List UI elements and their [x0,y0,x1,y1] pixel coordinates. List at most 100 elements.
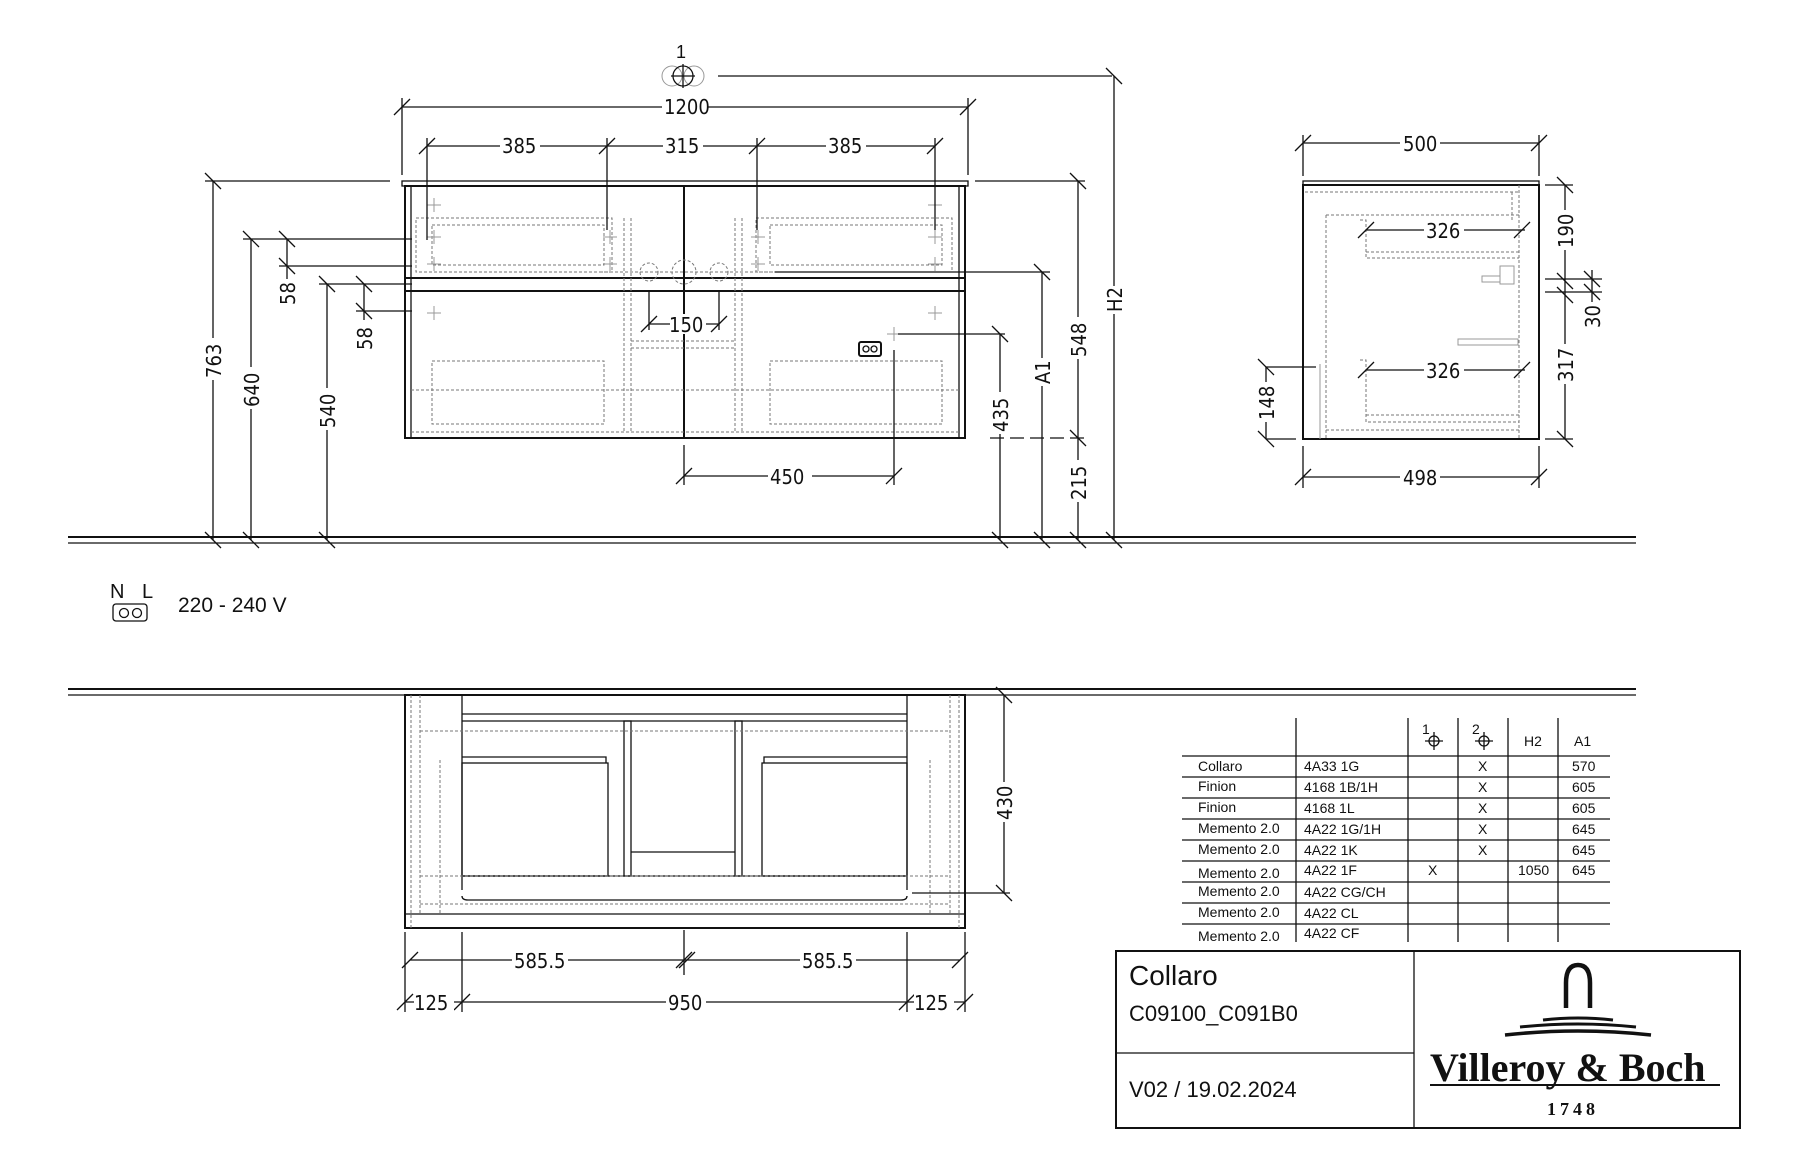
dim-450: 450 [770,465,804,489]
compatibility-table: 1 2 H2 A1 Collaro 4A33 1G X 570 Finion 4… [1182,718,1610,944]
table-row: Memento 2.0 4A22 CL [1198,904,1359,921]
table-row: Memento 2.0 4A22 CF [1198,925,1359,944]
svg-text:Memento 2.0: Memento 2.0 [1198,865,1280,881]
plan-view [404,694,966,929]
svg-text:4168 1L: 4168 1L [1304,800,1355,816]
dim-498: 498 [1403,466,1437,490]
svg-text:Memento 2.0: Memento 2.0 [1198,820,1280,836]
dim-326-upper: 326 [1426,219,1460,243]
tap-hole-1-icon: 1 [1422,721,1443,750]
svg-text:X: X [1478,800,1488,816]
dim-548: 548 [1067,323,1091,357]
dim-30: 30 [1581,305,1605,328]
side-dimension-labels: 500 498 326 326 190 30 317 148 [1255,132,1605,490]
dim-1200: 1200 [664,95,710,119]
svg-text:605: 605 [1572,779,1596,795]
voltage-label: 220 - 240 V [178,594,287,617]
dim-385-right: 385 [828,134,862,158]
brand-year: 1748 [1547,1099,1599,1119]
svg-text:4A22 1G/1H: 4A22 1G/1H [1304,821,1381,837]
brand-name: Villeroy & Boch [1430,1045,1706,1090]
dim-58-a: 58 [276,282,300,305]
svg-text:4A22 CL: 4A22 CL [1304,905,1359,921]
tap-position-icon [661,64,1112,88]
dim-h2: H2 [1103,287,1127,312]
svg-text:X: X [1478,842,1488,858]
svg-text:Memento 2.0: Memento 2.0 [1198,883,1280,899]
dim-215: 215 [1067,466,1091,500]
live-label: L [142,581,153,603]
svg-text:2: 2 [1472,721,1480,737]
svg-text:Collaro: Collaro [1198,758,1243,774]
dim-315: 315 [665,134,699,158]
dim-950: 950 [668,991,702,1015]
table-row: Memento 2.0 4A22 1F X 1050 645 [1198,862,1596,881]
svg-text:645: 645 [1572,862,1596,878]
dim-435: 435 [989,398,1013,432]
svg-text:4A22 CG/CH: 4A22 CG/CH [1304,884,1386,900]
svg-text:Finion: Finion [1198,778,1236,794]
product-name: Collaro [1129,960,1218,991]
table-row: Memento 2.0 4A22 1K X 645 [1198,841,1596,858]
brand-logo-icon [1504,962,1652,1037]
svg-text:Finion: Finion [1198,799,1236,815]
header-h2: H2 [1524,733,1542,749]
side-dimension-lines [1257,134,1602,488]
dim-585-5-right: 585.5 [802,949,854,973]
front-view [401,180,969,439]
svg-text:X: X [1428,862,1438,878]
tap-hole-2-icon: 2 [1472,721,1493,750]
dim-585-5-left: 585.5 [514,949,566,973]
dim-125-left: 125 [414,991,448,1015]
dim-190: 190 [1554,214,1578,248]
svg-text:Memento 2.0: Memento 2.0 [1198,928,1280,944]
dim-148: 148 [1255,386,1279,420]
tap-position-label: 1 [676,42,686,62]
plan-dimension-labels: 430 585.5 585.5 125 950 125 [414,782,1017,1015]
svg-text:1050: 1050 [1518,862,1549,878]
table-row: Collaro 4A33 1G X 570 [1198,758,1596,774]
plan-dimension-lines [396,686,1013,1012]
dim-640: 640 [240,373,264,407]
dim-763: 763 [202,344,226,378]
version-date: V02 / 19.02.2024 [1129,1077,1297,1102]
svg-text:4A22 1F: 4A22 1F [1304,862,1357,878]
dim-540: 540 [316,394,340,428]
svg-text:Memento 2.0: Memento 2.0 [1198,904,1280,920]
dim-58-b: 58 [353,327,377,350]
table-row: Memento 2.0 4A22 1G/1H X 645 [1198,820,1596,837]
side-view [1302,180,1540,440]
dim-385-left: 385 [502,134,536,158]
article-number: C09100_C091B0 [1129,1001,1298,1026]
dim-317: 317 [1554,348,1578,382]
front-dimension-labels: 1200 385 315 385 150 450 763 640 58 540 … [202,95,1127,502]
dim-430: 430 [993,786,1017,820]
svg-text:Memento 2.0: Memento 2.0 [1198,841,1280,857]
svg-text:645: 645 [1572,842,1596,858]
svg-text:605: 605 [1572,800,1596,816]
neutral-label: N [110,581,124,603]
table-row: Finion 4168 1L X 605 [1198,799,1596,816]
floor-line-upper [68,536,1636,544]
socket-icon [858,341,882,357]
svg-text:X: X [1478,779,1488,795]
svg-text:645: 645 [1572,821,1596,837]
svg-text:4168 1B/1H: 4168 1B/1H [1304,779,1378,795]
dim-a1: A1 [1031,360,1055,384]
dim-500: 500 [1403,132,1437,156]
svg-text:4A33 1G: 4A33 1G [1304,758,1359,774]
table-row: Finion 4168 1B/1H X 605 [1198,778,1596,795]
svg-text:X: X [1478,758,1488,774]
header-a1: A1 [1574,733,1591,749]
svg-text:570: 570 [1572,758,1596,774]
svg-text:4A22 1K: 4A22 1K [1304,842,1358,858]
svg-text:X: X [1478,821,1488,837]
dim-125-right: 125 [914,991,948,1015]
dim-326-lower: 326 [1426,359,1460,383]
dim-150: 150 [669,313,703,337]
title-block: Collaro C09100_C091B0 V02 / 19.02.2024 V… [1115,950,1741,1129]
table-row: Memento 2.0 4A22 CG/CH [1198,883,1386,900]
power-socket-icon [112,603,148,622]
svg-text:4A22 CF: 4A22 CF [1304,925,1359,941]
svg-text:1: 1 [1422,721,1430,737]
